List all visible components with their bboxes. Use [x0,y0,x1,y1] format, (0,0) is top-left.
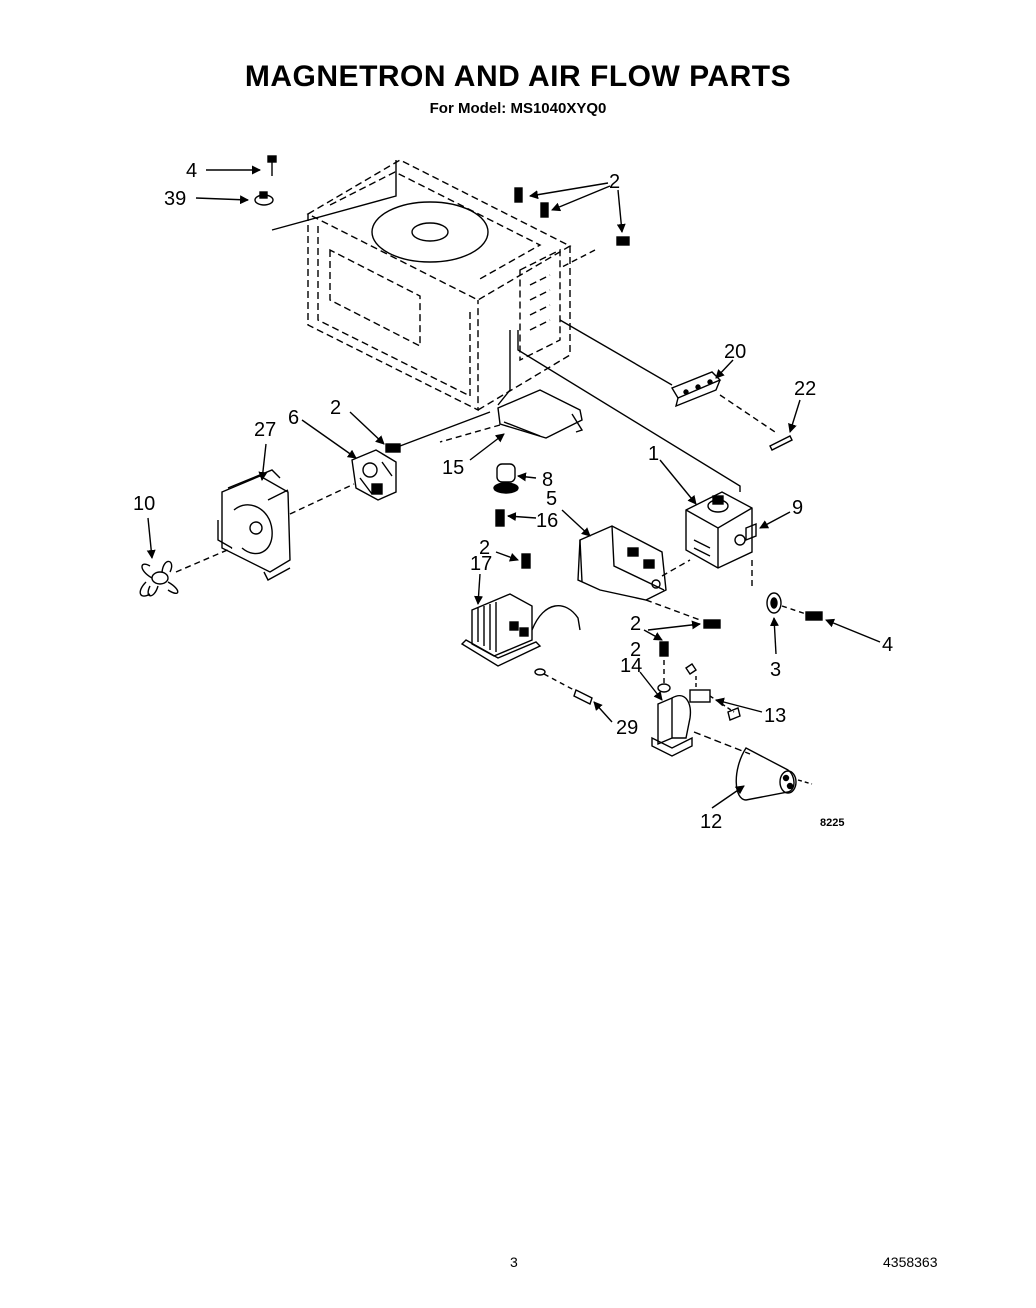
cavity-assembly [306,159,572,412]
callout-3: 3 [770,659,781,681]
callout-39: 39 [164,188,186,210]
part-13-diode [685,663,741,721]
callout-labels: 4 39 2 20 22 2 27 6 10 15 8 5 16 1 9 2 1… [133,160,893,833]
screw-icon [659,641,669,657]
callout-8: 8 [542,469,553,491]
callout-14: 14 [620,655,642,677]
part-27-fan-housing [217,469,291,581]
screw-icon [495,509,505,527]
callout-17: 17 [470,553,492,575]
callout-20: 20 [724,341,746,363]
part-6-fan-motor [351,449,397,501]
callout-29: 29 [616,717,638,739]
part-8-thermal-cutout [493,463,519,494]
turntable-plate [371,201,489,263]
screw-icon [514,187,630,246]
page-title: MAGNETRON AND AIR FLOW PARTS [244,60,792,93]
screw-icon [703,619,721,629]
callout-5: 5 [546,488,557,510]
part-15-plate [497,389,584,439]
callout-10: 10 [133,493,155,515]
callout-2: 2 [609,171,620,193]
callout-27: 27 [254,419,276,441]
callout-4: 4 [186,160,197,182]
screw-icon [521,553,531,569]
part-20-bracket [670,371,722,408]
part-9-gasket [745,522,757,542]
top-leader-line [271,160,397,231]
callout-2: 2 [479,537,490,559]
model-subtitle: For Model: MS1040XYQ0 [429,100,607,117]
callout-13: 13 [764,705,786,727]
part-14-capacitor-bracket [651,683,693,757]
part-1-magnetron [685,491,753,569]
diagram-code: 8225 [820,817,844,829]
bracket-39-icon [254,191,274,206]
callout-4: 4 [882,634,893,656]
turntable-hub [411,222,449,242]
callout-9: 9 [792,497,803,519]
callout-22: 22 [794,378,816,400]
screw-icon [385,443,401,453]
part-10-fan-blade [139,560,179,597]
callout-6: 6 [288,407,299,429]
document-number: 4358363 [883,1254,938,1270]
callout-12: 12 [700,811,722,833]
callout-1: 1 [648,443,659,465]
part-5-air-duct [577,525,667,601]
callout-2: 2 [330,397,341,419]
page-number: 3 [510,1254,518,1270]
callout-2: 2 [630,639,641,661]
callout-16: 16 [536,510,558,532]
screw-icon [267,155,277,176]
part-12-capacitor [735,747,797,801]
part-29-wire [534,668,593,705]
part-17-transformer [460,593,581,667]
part-22-pin [769,435,793,451]
callout-15: 15 [442,457,464,479]
screw-icon [805,611,823,621]
part-3-washer [766,592,782,614]
callout-2: 2 [630,613,641,635]
